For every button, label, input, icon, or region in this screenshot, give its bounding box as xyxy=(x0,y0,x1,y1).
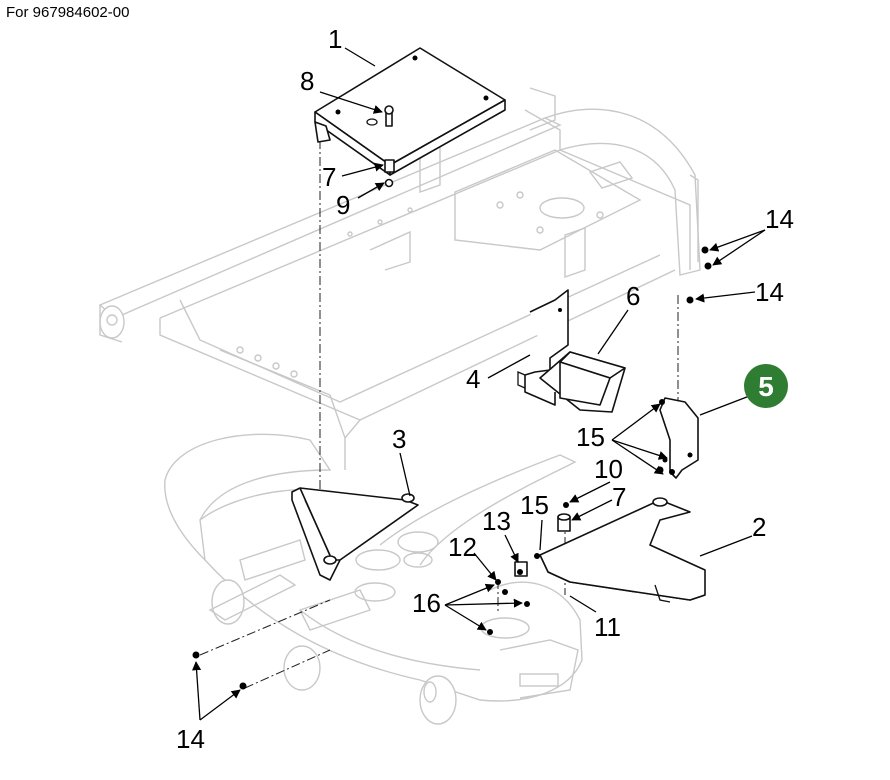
leader-lines xyxy=(192,47,766,721)
mower-frame-outline xyxy=(98,87,701,470)
hardware-bolt-nut-stack xyxy=(384,105,395,188)
part-3-deck-bracket xyxy=(291,487,419,581)
callout-15: 15 xyxy=(576,422,605,452)
part-6-guard-box xyxy=(539,351,626,413)
part-5-rear-bracket xyxy=(659,397,699,479)
callout-6: 6 xyxy=(626,281,640,311)
callout-3: 3 xyxy=(392,424,406,454)
callout-numbers: 1 8 7 9 14 14 6 4 15 3 10 7 15 2 13 12 1… xyxy=(176,24,794,754)
mower-deck-outline xyxy=(164,433,583,725)
fasteners-14 xyxy=(192,246,712,690)
callout-12: 12 xyxy=(448,532,477,562)
callout-2: 2 xyxy=(752,512,766,542)
callout-13: 13 xyxy=(482,506,511,536)
diagram-reference-label: For 967984602-00 xyxy=(6,4,130,21)
hardware-bolts-cluster xyxy=(487,553,540,635)
part-1-cover-plate xyxy=(314,47,506,176)
hardware-spacer-nut xyxy=(557,502,571,532)
callout-11: 11 xyxy=(594,612,621,642)
callout-10: 10 xyxy=(594,454,623,484)
part-2-deck-bracket xyxy=(539,497,706,603)
callout-7: 7 xyxy=(322,162,336,192)
badge-circle xyxy=(744,364,788,408)
badge-label: 5 xyxy=(758,371,774,402)
callout-9: 9 xyxy=(336,190,350,220)
callout-14: 14 xyxy=(755,277,784,307)
callout-16: 16 xyxy=(412,588,441,618)
callout-15: 15 xyxy=(520,490,549,520)
callout-14: 14 xyxy=(176,724,205,754)
callout-7: 7 xyxy=(612,482,626,512)
callout-8: 8 xyxy=(300,66,314,96)
callout-1: 1 xyxy=(328,24,342,54)
callout-14: 14 xyxy=(765,204,794,234)
highlight-badge: 5 xyxy=(744,364,788,408)
callout-4: 4 xyxy=(466,364,480,394)
